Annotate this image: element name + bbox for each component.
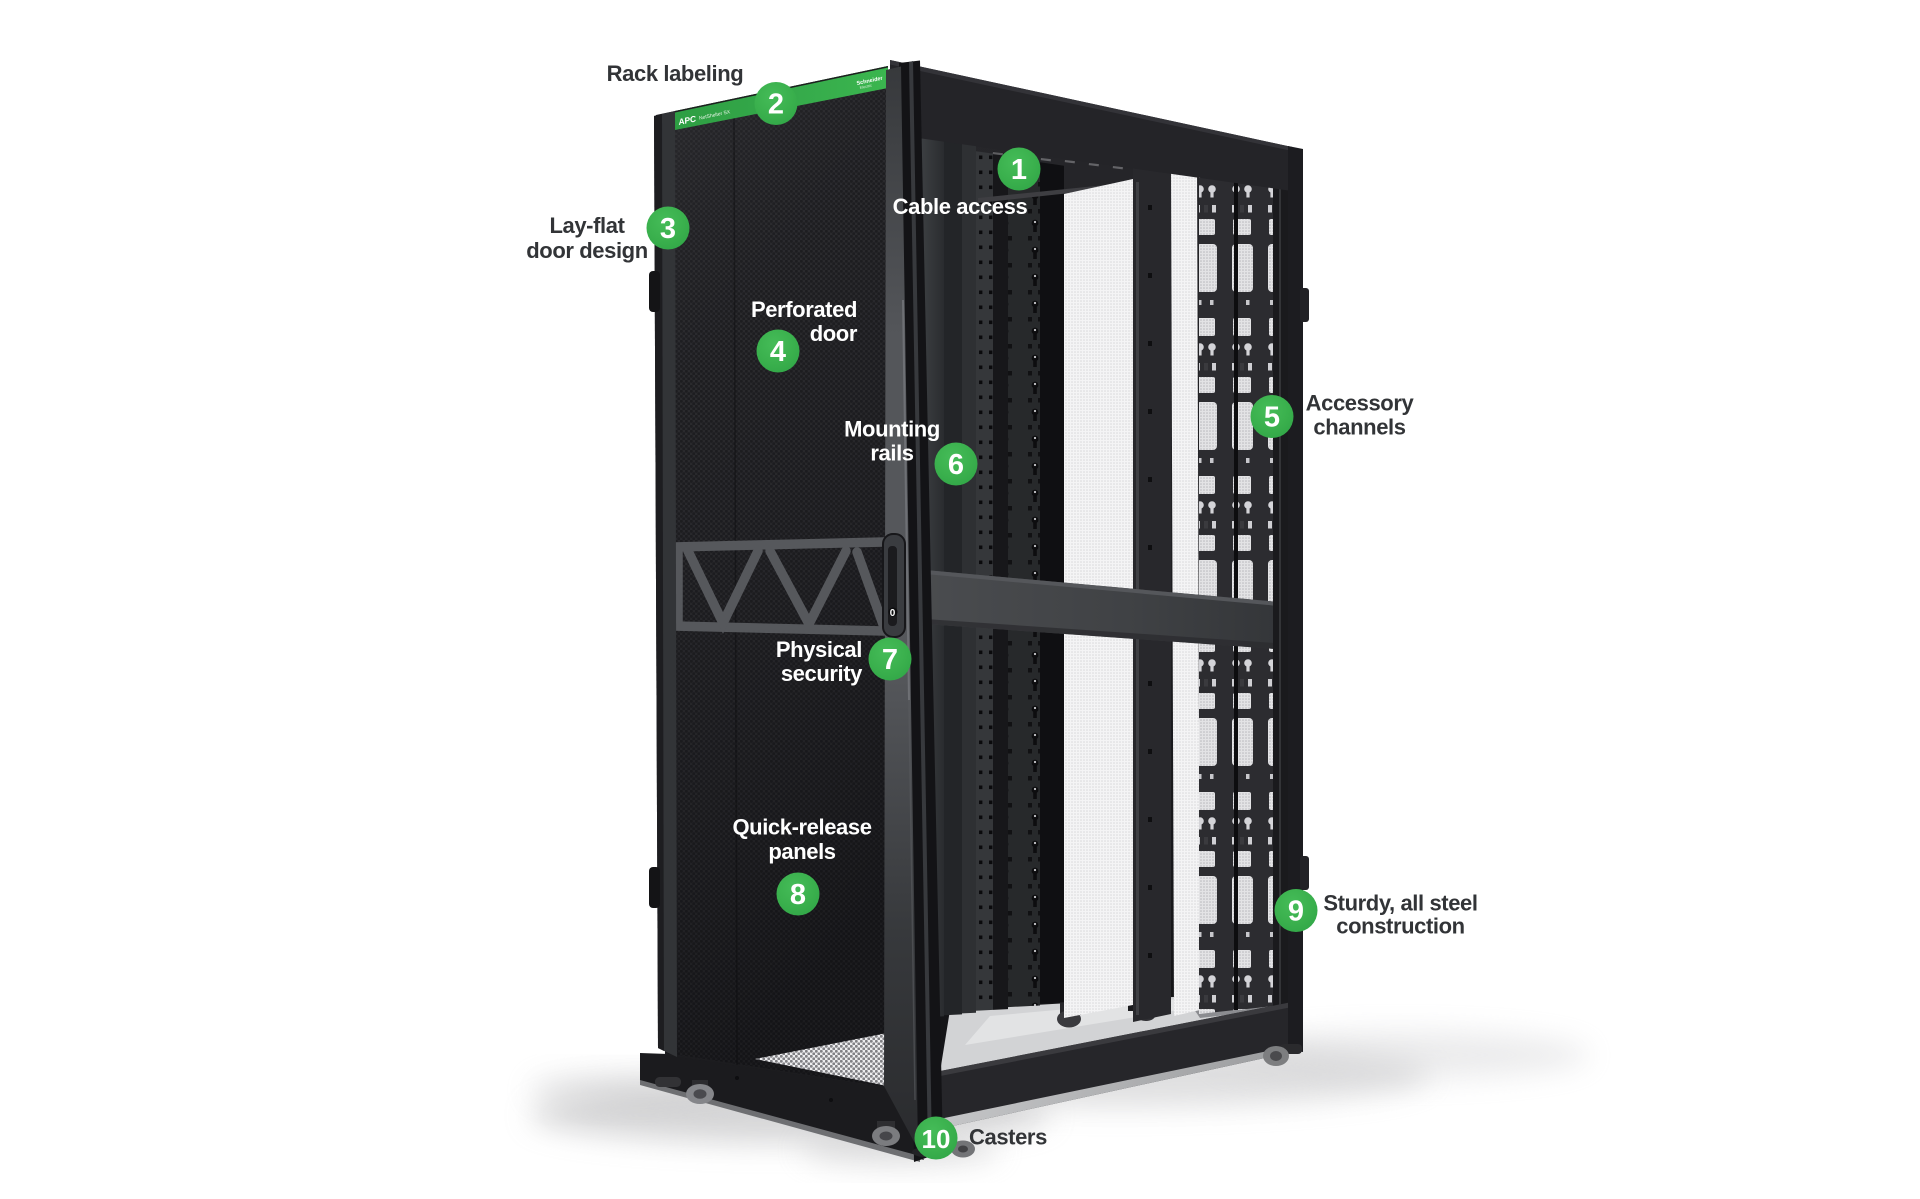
svg-text:construction: construction	[1336, 914, 1464, 939]
svg-text:door design: door design	[526, 238, 648, 263]
svg-text:Casters: Casters	[969, 1125, 1047, 1150]
svg-text:5: 5	[1264, 402, 1280, 434]
svg-text:10: 10	[922, 1124, 951, 1154]
svg-text:1: 1	[1011, 154, 1027, 186]
svg-text:8: 8	[790, 879, 806, 911]
svg-text:Physical: Physical	[776, 637, 862, 662]
svg-text:2: 2	[768, 89, 784, 121]
svg-text:Quick-release: Quick-release	[732, 815, 871, 840]
svg-text:Lay-flat: Lay-flat	[549, 213, 625, 238]
svg-text:Schneider: Schneider	[856, 75, 884, 86]
svg-text:security: security	[781, 661, 863, 686]
svg-text:rails: rails	[870, 441, 913, 466]
svg-text:Accessory: Accessory	[1306, 391, 1415, 416]
svg-text:4: 4	[770, 336, 786, 368]
svg-text:APC: APC	[676, 113, 697, 127]
svg-text:3: 3	[660, 213, 676, 245]
svg-text:Perforated: Perforated	[751, 297, 857, 322]
svg-text:0: 0	[890, 608, 896, 619]
svg-text:6: 6	[948, 449, 964, 481]
svg-text:panels: panels	[768, 839, 835, 864]
svg-text:Electric: Electric	[859, 84, 872, 90]
svg-text:Cable access: Cable access	[893, 194, 1028, 219]
svg-text:channels: channels	[1313, 415, 1405, 440]
svg-text:Sturdy, all steel: Sturdy, all steel	[1323, 891, 1477, 916]
svg-text:Mounting: Mounting	[844, 417, 940, 442]
svg-text:door: door	[810, 321, 858, 346]
svg-text:7: 7	[882, 644, 898, 676]
svg-text:9: 9	[1288, 896, 1304, 928]
svg-text:Rack labeling: Rack labeling	[607, 61, 744, 86]
